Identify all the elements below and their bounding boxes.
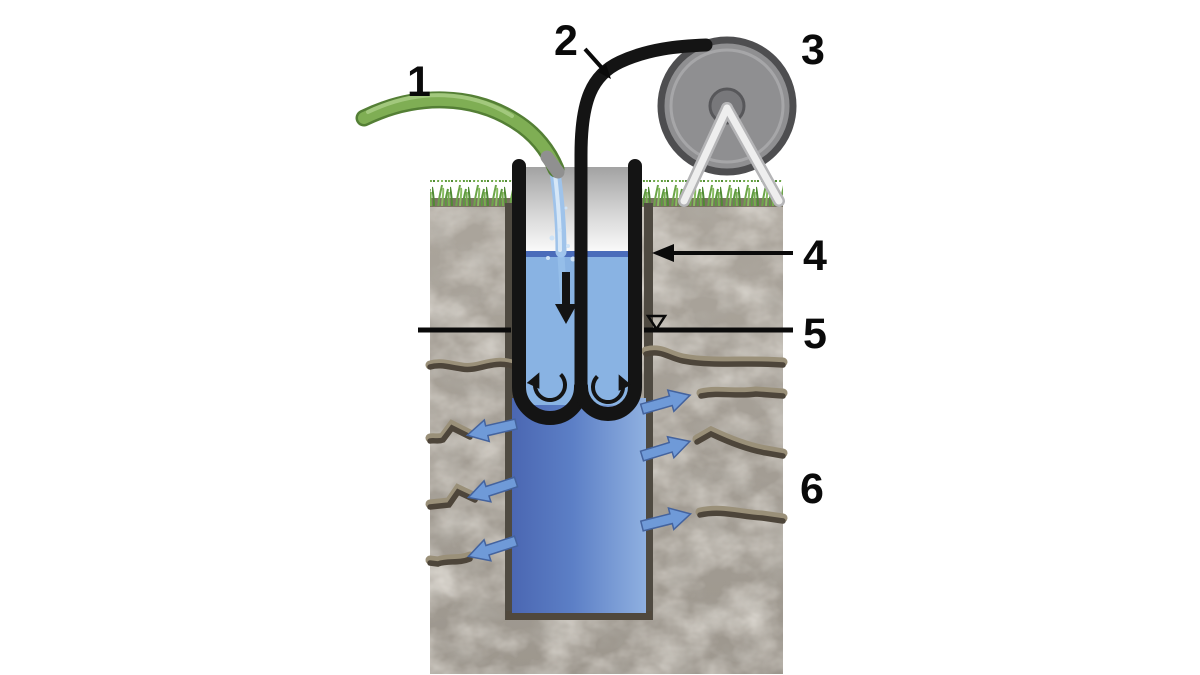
- deep-water: [512, 398, 646, 613]
- borehole-wall-left: [505, 203, 514, 620]
- soil-layer: [425, 551, 475, 566]
- hose-nozzle: [540, 150, 565, 179]
- soil-layer: [641, 345, 788, 367]
- soil-layer: [643, 350, 786, 368]
- label-5-water-table: 5: [803, 310, 827, 358]
- well-casing: [512, 159, 642, 425]
- soil-layer: [427, 361, 515, 373]
- measuring-cable: [574, 38, 713, 399]
- stream-highlight: [553, 172, 562, 252]
- label-6-layers: 6: [800, 465, 824, 513]
- label2-arrow-shaft: [583, 47, 604, 70]
- label-3-reel: 3: [801, 26, 825, 74]
- hose-highlight: [366, 93, 514, 118]
- down-arrow: [555, 272, 577, 324]
- soil-layer: [697, 510, 786, 524]
- layer-cores: [427, 350, 786, 567]
- stand-leg: [680, 104, 731, 205]
- splash-droplets: [546, 206, 576, 262]
- soil-layer: [698, 391, 786, 399]
- down-arrow-head: [555, 304, 577, 324]
- labels: 1 2 3 4 5 6: [407, 17, 827, 513]
- curved-flow-arrow-right: [591, 374, 632, 404]
- soil-layer: [695, 505, 788, 523]
- soil-layer: [427, 556, 473, 567]
- shoe-flow-arrows: [526, 372, 632, 404]
- reel-inner-rim: [669, 48, 785, 164]
- label4-arrow-head: [652, 244, 674, 262]
- soil-layer: [694, 430, 786, 459]
- water-table-line: [418, 314, 793, 333]
- soil-layer: [696, 386, 788, 398]
- soil-layer: [427, 488, 478, 510]
- curved-flow-arrow-left: [526, 372, 567, 402]
- reel-stand: [678, 102, 785, 207]
- callout-arrows: [583, 47, 793, 262]
- stand-leg: [723, 104, 783, 205]
- label2-arrow-head: [598, 64, 611, 79]
- soil-layers: [425, 345, 788, 567]
- soil-layer: [427, 424, 473, 444]
- garden-hose: [355, 91, 565, 179]
- borehole-bottom: [506, 611, 652, 620]
- hose-body: [358, 93, 562, 175]
- label-2-cable: 2: [554, 17, 578, 65]
- casing-wall-right: [574, 159, 642, 421]
- label-1-hose: 1: [407, 58, 431, 106]
- water-table-triangle-icon: [645, 314, 668, 332]
- label-4-casing: 4: [803, 232, 827, 280]
